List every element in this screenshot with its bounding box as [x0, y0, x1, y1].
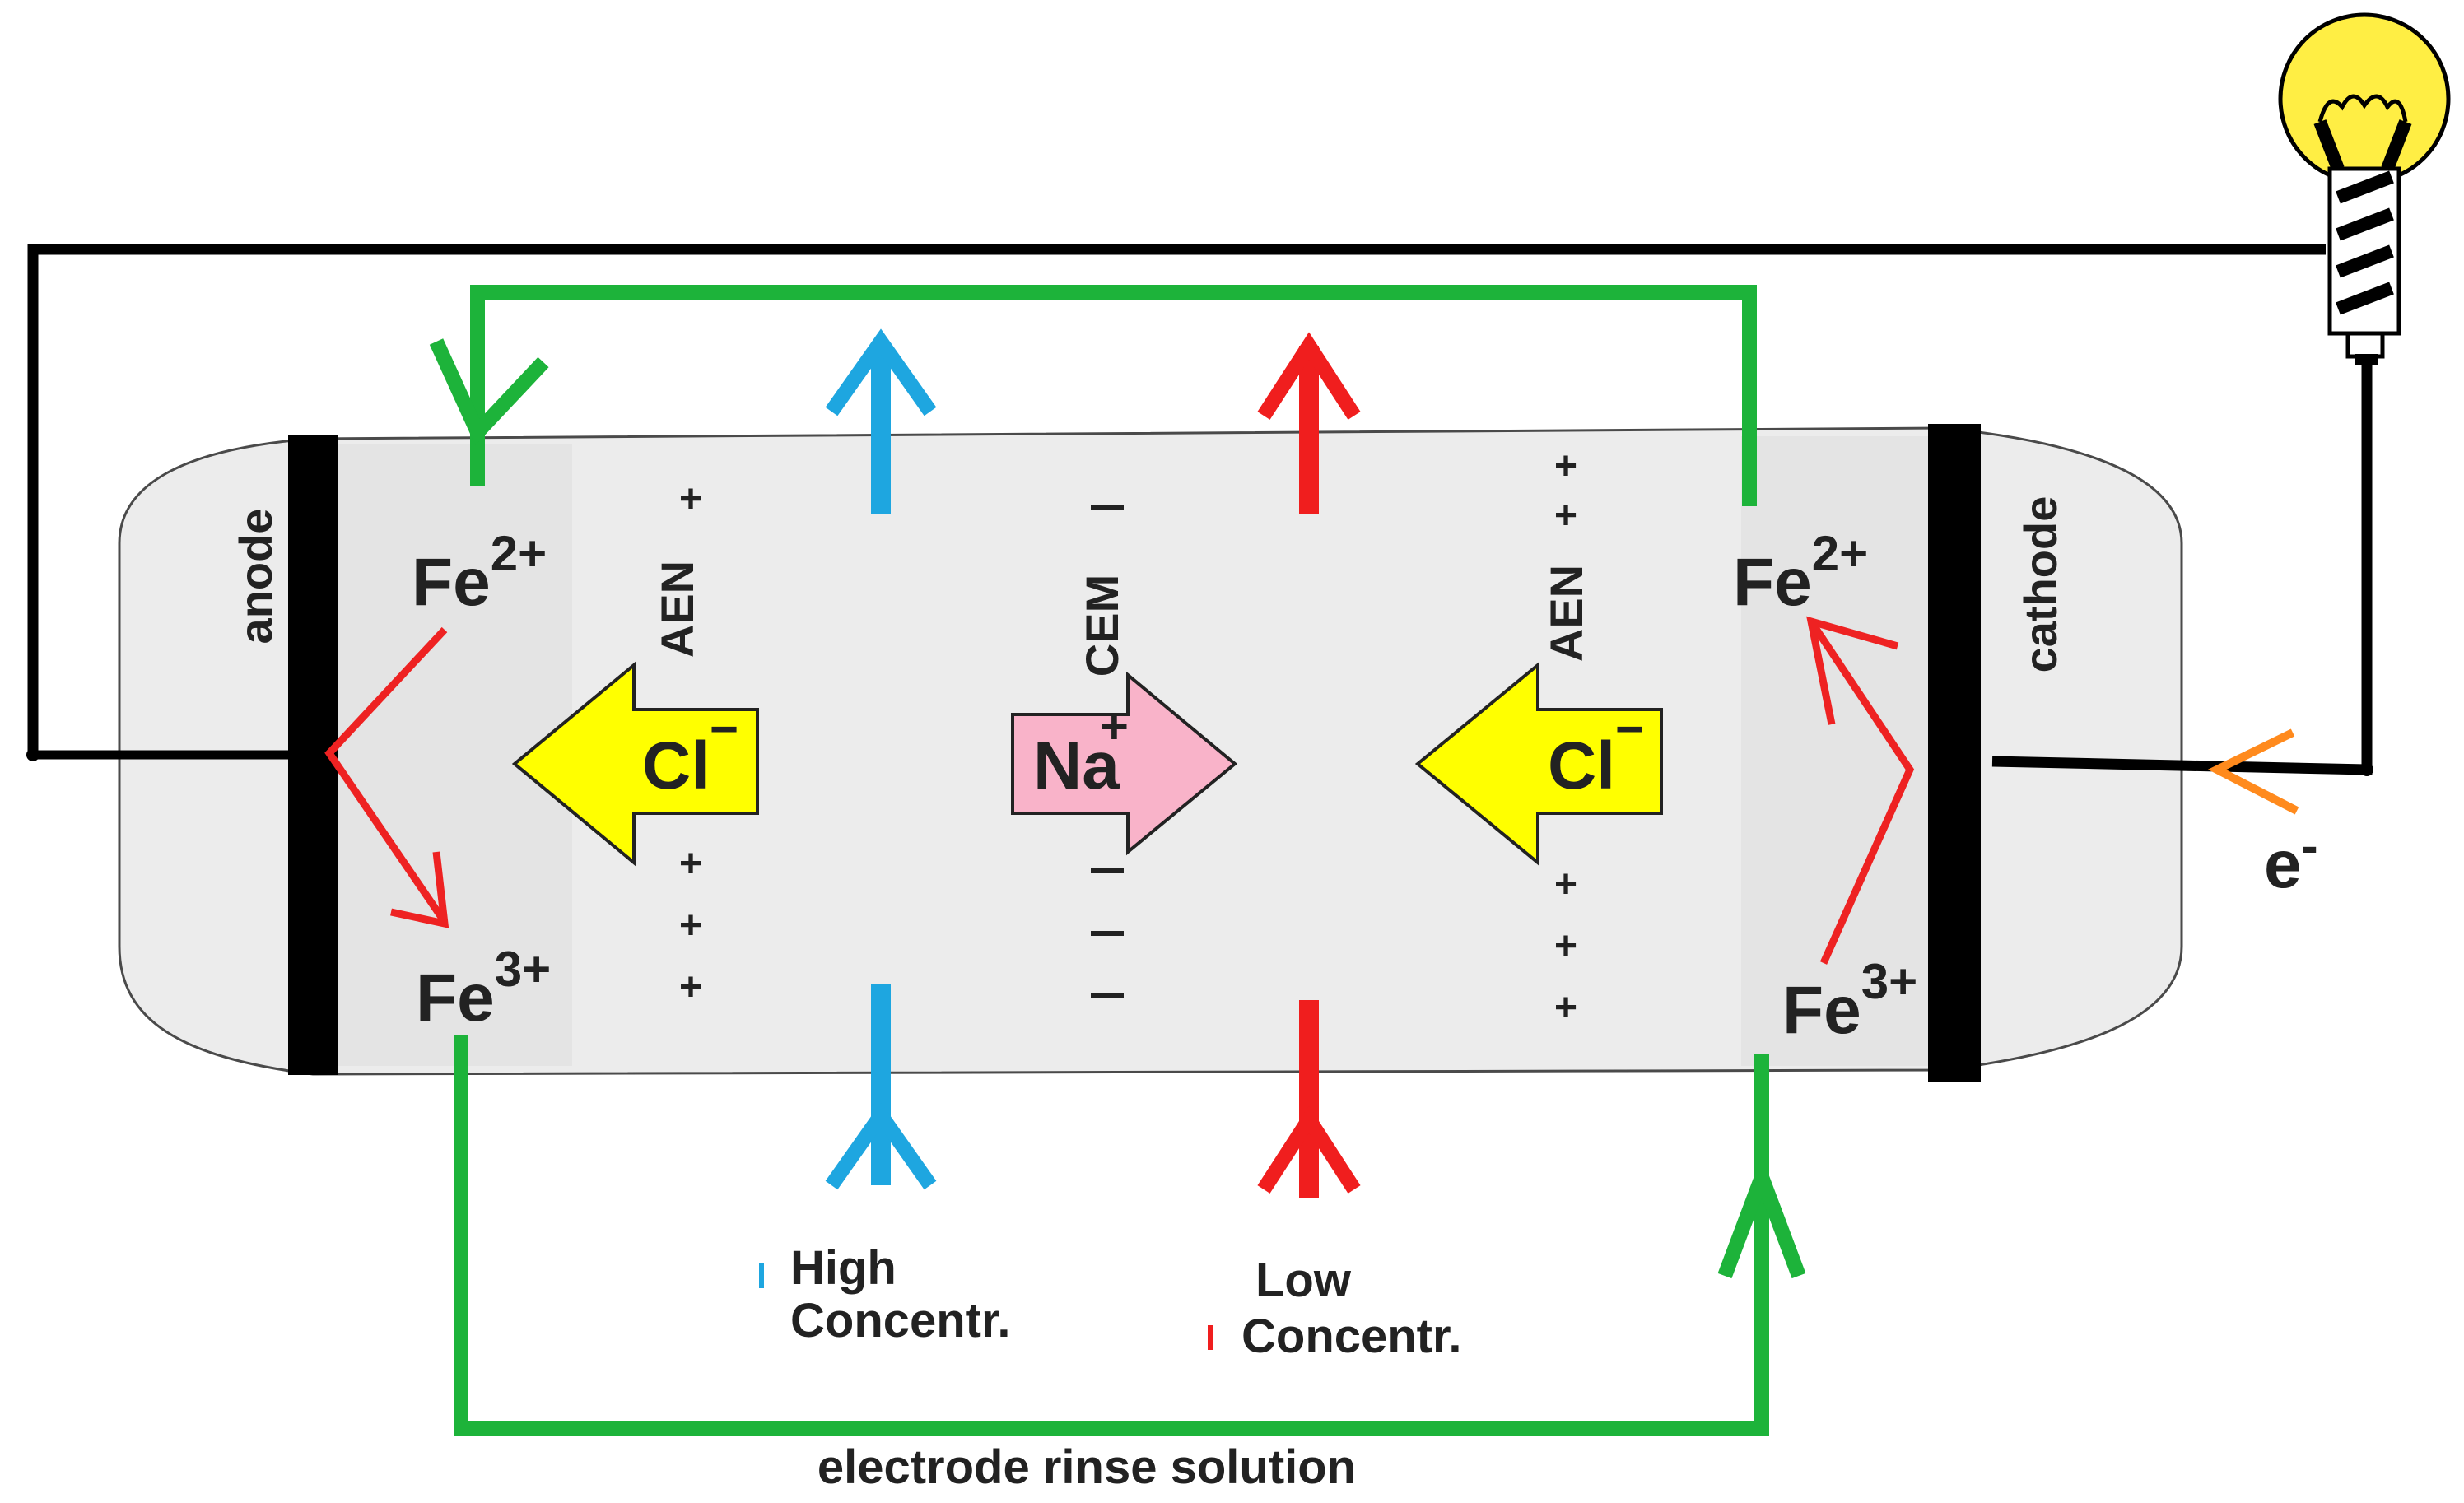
cathode-reduction-arrowhead	[1806, 616, 1899, 725]
svg-text:+: +	[1554, 444, 1577, 488]
rinse-loop-top	[470, 285, 1757, 506]
anode-oxidation-arrowhead	[390, 851, 449, 928]
anode-fe2-label: Fe2+	[412, 526, 547, 620]
sodium-arrow	[1011, 671, 1238, 856]
membrane-middle-minus-signs	[1091, 505, 1124, 998]
svg-text:+: +	[679, 966, 702, 1009]
chloride-label-right: Cl−	[1548, 701, 1644, 803]
membrane-left-aen: AEN + + + +	[651, 477, 703, 1009]
rinse-loop-bottom-arrowhead	[1717, 1156, 1806, 1279]
cathode-fe3-label: Fe3+	[1782, 954, 1917, 1048]
cathode-compartment	[1741, 436, 1947, 1066]
high-stream-top-arrowhead	[825, 328, 937, 416]
membrane-left-plus-signs: + + + +	[679, 477, 702, 1009]
cathode-reduction-arrow	[1808, 619, 1915, 965]
low-stream-bottom-arrowhead	[1257, 1105, 1361, 1194]
high-concentration-label: High Concentr.	[790, 1241, 1011, 1347]
cathode-plate	[1928, 424, 1981, 1082]
svg-text:+: +	[1554, 863, 1577, 906]
low-concentration-label: Low Concentr.	[1241, 1254, 1462, 1363]
electron-flow-arrow	[2207, 728, 2299, 815]
svg-text:+: +	[1554, 924, 1577, 968]
membrane-right-aen: AEN + + + + +	[1540, 444, 1592, 1030]
wire-junction-right	[2360, 763, 2373, 776]
external-wire	[27, 244, 2326, 755]
svg-text:+: +	[679, 477, 702, 521]
wire-junction-left	[26, 748, 40, 761]
cathode-fe2-label: Fe2+	[1733, 526, 1868, 620]
chloride-arrow-right	[1414, 661, 1663, 867]
light-bulb-icon	[2278, 12, 2451, 365]
anode-oxidation-arrow	[324, 626, 448, 924]
anode-fe3-label: Fe3+	[416, 942, 551, 1035]
svg-text:AEN: AEN	[651, 561, 703, 658]
anode-label: anode	[230, 509, 282, 644]
rinse-label: electrode rinse solution	[817, 1440, 1356, 1494]
chloride-label-left: Cl−	[642, 701, 738, 803]
svg-text:AEN: AEN	[1540, 565, 1592, 662]
svg-text:+: +	[679, 842, 702, 886]
svg-text:+: +	[1554, 494, 1577, 537]
rinse-loop-top-arrowhead	[429, 338, 549, 445]
svg-text:+: +	[1554, 986, 1577, 1030]
cathode-label: cathode	[2015, 496, 2066, 673]
high-stream-bottom-arrowhead	[825, 1102, 937, 1190]
low-stream-top-arrowhead	[1257, 332, 1361, 420]
rinse-loop-bottom	[454, 1035, 1769, 1436]
sodium-label: Na+	[1033, 699, 1129, 803]
svg-text:CEM: CEM	[1076, 575, 1128, 677]
electron-label: e-	[2264, 818, 2318, 902]
svg-text:+: +	[679, 904, 702, 947]
membrane-middle-cem: CEM	[1076, 505, 1128, 998]
membrane-right-plus-signs: + + + + +	[1554, 444, 1577, 1030]
chloride-arrow-left	[511, 661, 759, 867]
